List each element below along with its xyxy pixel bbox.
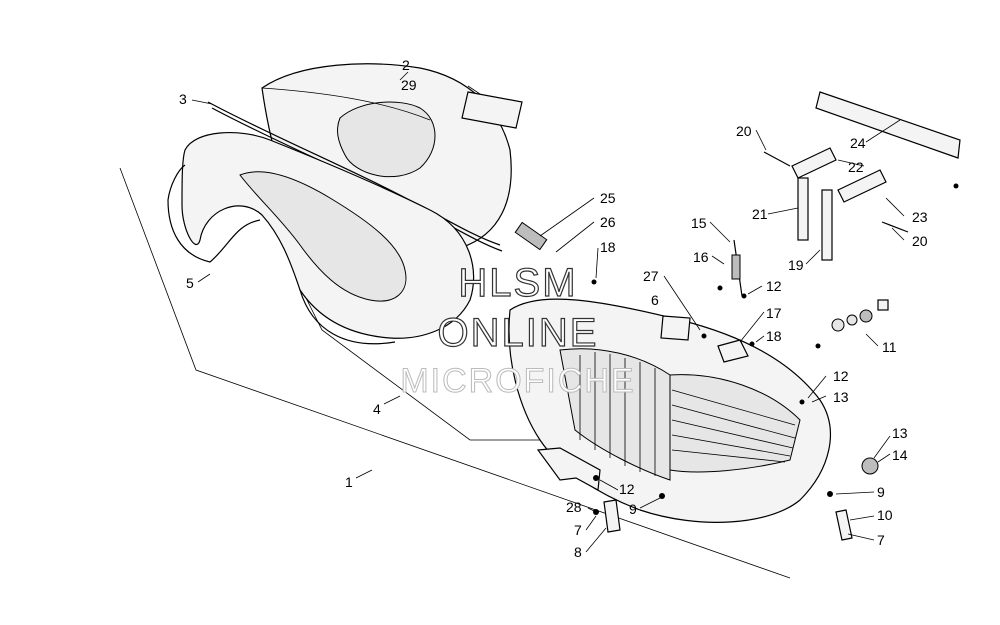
callout-19: 19 (788, 257, 804, 273)
callout-17: 17 (766, 305, 782, 321)
callout-7-b: 7 (574, 522, 582, 538)
assembly-bracket-lines (119, 167, 791, 579)
lock-assembly (831, 299, 889, 332)
callout-9-b: 9 (629, 501, 637, 517)
callout-12-a: 12 (766, 278, 782, 294)
callout-20-a: 20 (736, 123, 752, 139)
knob-14 (861, 457, 879, 475)
callout-11: 11 (882, 339, 897, 355)
strut-bracket-17 (717, 339, 749, 363)
callout-5: 5 (186, 275, 194, 291)
callout-6: 6 (651, 292, 659, 308)
leader-lines (191, 71, 905, 553)
callout-18-b: 18 (766, 328, 782, 344)
callout-10: 10 (877, 507, 893, 523)
storage-box-ribs (579, 352, 656, 476)
watermark-line-3: MICROFICHE (400, 362, 635, 400)
callout-14: 14 (892, 447, 908, 463)
callout-23: 23 (912, 209, 928, 225)
callout-13-b: 13 (892, 425, 908, 441)
callout-18-a: 18 (600, 239, 616, 255)
fasteners (591, 183, 959, 515)
callout-3: 3 (179, 91, 187, 107)
storage-box-grille (669, 374, 801, 473)
decal-29 (461, 91, 523, 129)
callout-22: 22 (848, 159, 864, 175)
latch-25 (514, 221, 548, 251)
callout-7-a: 7 (877, 532, 885, 548)
bracket-8 (603, 499, 621, 533)
label-6 (660, 315, 691, 341)
callout-16: 16 (693, 249, 709, 265)
callout-29: 29 (401, 77, 417, 93)
gas-strut (731, 239, 743, 297)
callout-9-a: 9 (877, 484, 885, 500)
watermark-line-1: HLSM (458, 261, 577, 305)
callout-8: 8 (574, 544, 582, 560)
mount-bracket-assembly (763, 91, 961, 261)
callout-15: 15 (691, 215, 707, 231)
callout-28: 28 (566, 499, 582, 515)
watermark-line-2: ONLINE (438, 311, 599, 355)
bracket-plate-28 (536, 447, 601, 491)
callout-20-b: 20 (912, 233, 928, 249)
storage-box-shell (181, 131, 475, 339)
callout-1: 1 (345, 474, 353, 490)
callout-26: 26 (600, 214, 616, 230)
callout-12-c: 12 (619, 481, 635, 497)
callout-12-b: 12 (833, 368, 849, 384)
bracket-10 (835, 509, 853, 541)
callout-13-a: 13 (833, 389, 849, 405)
watermark: HLSM ONLINE MICROFICHE (400, 260, 635, 400)
gasket-outline (167, 164, 396, 345)
callout-labels: 1 2 29 3 4 5 25 26 18 27 6 15 16 12 17 1… (179, 57, 928, 560)
callout-21: 21 (752, 206, 768, 222)
callout-24: 24 (850, 135, 866, 151)
callout-27: 27 (643, 268, 659, 284)
callout-25: 25 (600, 190, 616, 206)
callout-4: 4 (373, 401, 381, 417)
callout-2: 2 (402, 57, 410, 73)
